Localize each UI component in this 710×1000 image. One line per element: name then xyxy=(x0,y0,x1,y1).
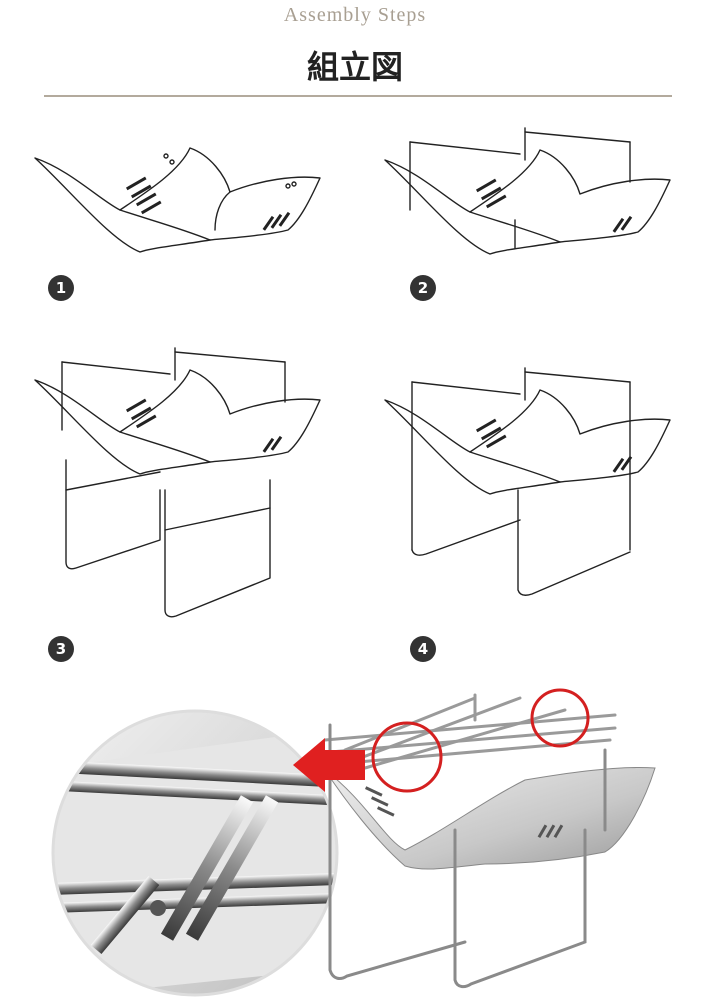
step-1-illustration xyxy=(34,147,321,253)
step-3-illustration xyxy=(34,347,321,618)
step-number-2: 2 xyxy=(410,275,436,301)
step-2-illustration xyxy=(384,127,671,255)
page-title: 組立図 xyxy=(306,48,403,86)
header-subtitle: Assembly Steps xyxy=(283,4,427,26)
step-number-1: 1 xyxy=(48,275,74,301)
step-4-illustration xyxy=(384,367,671,596)
step-number-4: 4 xyxy=(410,636,436,662)
header-divider xyxy=(44,95,672,97)
step-number-3: 3 xyxy=(48,636,74,662)
detail-zoom-photo xyxy=(51,709,339,997)
assembled-grill-photo xyxy=(293,688,656,989)
